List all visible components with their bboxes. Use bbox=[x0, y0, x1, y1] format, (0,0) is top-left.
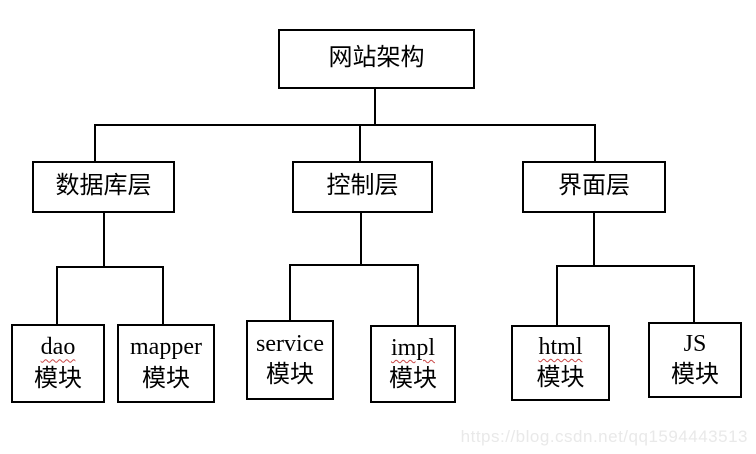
connector-database-riser bbox=[103, 213, 105, 268]
connector-control-riser bbox=[360, 213, 362, 266]
node-root: 网站架构 bbox=[278, 29, 475, 89]
connector-interface-riser bbox=[593, 213, 595, 267]
node-root-label: 网站架构 bbox=[328, 45, 425, 72]
module-service-latin: service bbox=[256, 330, 324, 357]
connector-root-riser bbox=[374, 89, 376, 125]
connector-drop-impl bbox=[417, 264, 419, 325]
connector-drop-service bbox=[289, 264, 291, 320]
module-dao-latin: dao bbox=[40, 334, 76, 361]
node-layer-control: 控制层 bbox=[292, 161, 433, 213]
module-html-latin: html bbox=[538, 333, 583, 360]
node-module-html: html 模块 bbox=[511, 325, 610, 401]
node-layer-interface-label: 界面层 bbox=[558, 173, 630, 200]
module-html-cjk: 模块 bbox=[536, 365, 585, 391]
node-layer-database: 数据库层 bbox=[32, 161, 175, 213]
node-module-dao: dao 模块 bbox=[11, 324, 105, 403]
node-module-js: JS 模块 bbox=[648, 322, 742, 398]
connector-drop-mapper bbox=[162, 266, 164, 324]
module-impl-cjk: 模块 bbox=[389, 366, 437, 392]
module-dao-cjk: 模块 bbox=[34, 365, 82, 392]
connector-drop-control bbox=[359, 124, 361, 161]
connector-root-horizontal bbox=[94, 124, 596, 126]
connector-drop-interface bbox=[594, 124, 596, 161]
node-module-mapper: mapper 模块 bbox=[117, 324, 215, 403]
module-mapper-cjk: 模块 bbox=[142, 365, 190, 392]
node-layer-control-label: 控制层 bbox=[326, 173, 399, 200]
node-layer-interface: 界面层 bbox=[522, 161, 666, 213]
connector-drop-dao bbox=[56, 266, 58, 324]
connector-drop-html bbox=[556, 265, 558, 325]
module-mapper-latin: mapper bbox=[130, 334, 202, 361]
watermark: https://blog.csdn.net/qq1594443513 bbox=[460, 427, 748, 446]
module-service-cjk: 模块 bbox=[266, 362, 314, 388]
node-layer-database-label: 数据库层 bbox=[55, 173, 152, 200]
connector-control-horizontal bbox=[289, 264, 419, 266]
node-module-impl: impl 模块 bbox=[370, 325, 456, 403]
module-js-latin: JS bbox=[683, 330, 707, 357]
connector-drop-js bbox=[693, 265, 695, 322]
connector-interface-horizontal bbox=[556, 265, 695, 267]
connector-drop-database bbox=[94, 124, 96, 161]
connector-database-horizontal bbox=[56, 266, 164, 268]
node-module-service: service 模块 bbox=[246, 320, 334, 400]
module-impl-latin: impl bbox=[390, 334, 435, 361]
module-js-cjk: 模块 bbox=[671, 362, 719, 388]
